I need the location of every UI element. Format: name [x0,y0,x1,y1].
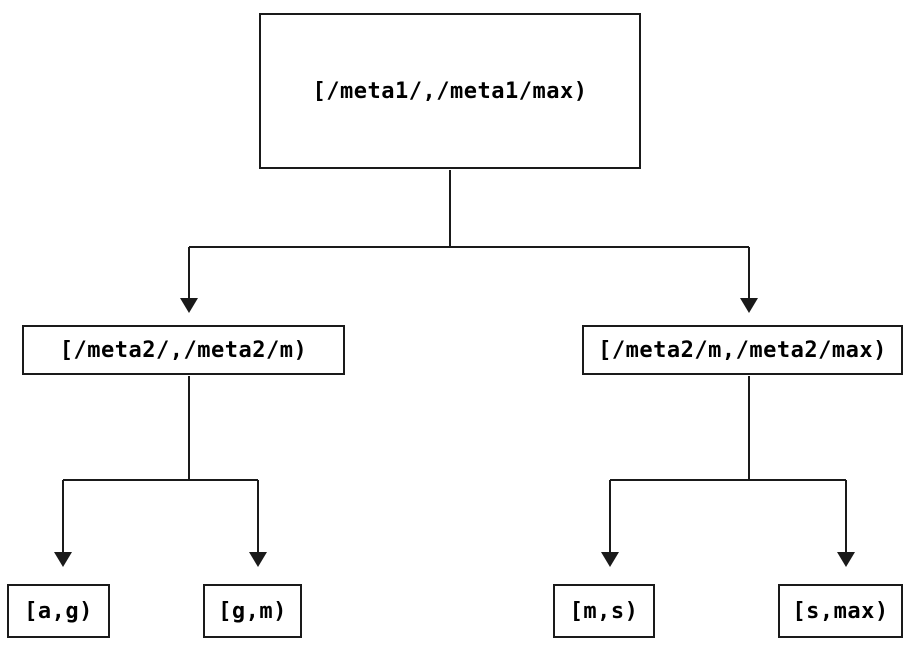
node-meta2-right-label: [/meta2/m,/meta2/max) [598,337,887,363]
node-meta2-right: [/meta2/m,/meta2/max) [582,325,903,375]
node-leaf-gm: [g,m) [203,584,302,638]
connector-left-to-leaves [54,376,267,567]
node-leaf-ag: [a,g) [7,584,110,638]
arrow-down-icon [837,552,855,567]
connector-right-to-leaves [601,376,855,567]
arrow-down-icon [180,298,198,313]
node-leaf-gm-label: [g,m) [218,598,287,624]
node-meta2-left: [/meta2/,/meta2/m) [22,325,345,375]
arrow-down-icon [54,552,72,567]
node-leaf-ms: [m,s) [553,584,655,638]
node-leaf-smax-label: [s,max) [792,598,889,624]
arrow-down-icon [601,552,619,567]
node-root-label: [/meta1/,/meta1/max) [312,78,588,104]
connector-root-to-children [180,170,758,313]
arrow-down-icon [249,552,267,567]
node-root: [/meta1/,/meta1/max) [259,13,641,169]
node-meta2-left-label: [/meta2/,/meta2/m) [59,337,308,363]
node-leaf-ag-label: [a,g) [24,598,93,624]
node-leaf-ms-label: [m,s) [569,598,639,624]
node-leaf-smax: [s,max) [778,584,903,638]
arrow-down-icon [740,298,758,313]
